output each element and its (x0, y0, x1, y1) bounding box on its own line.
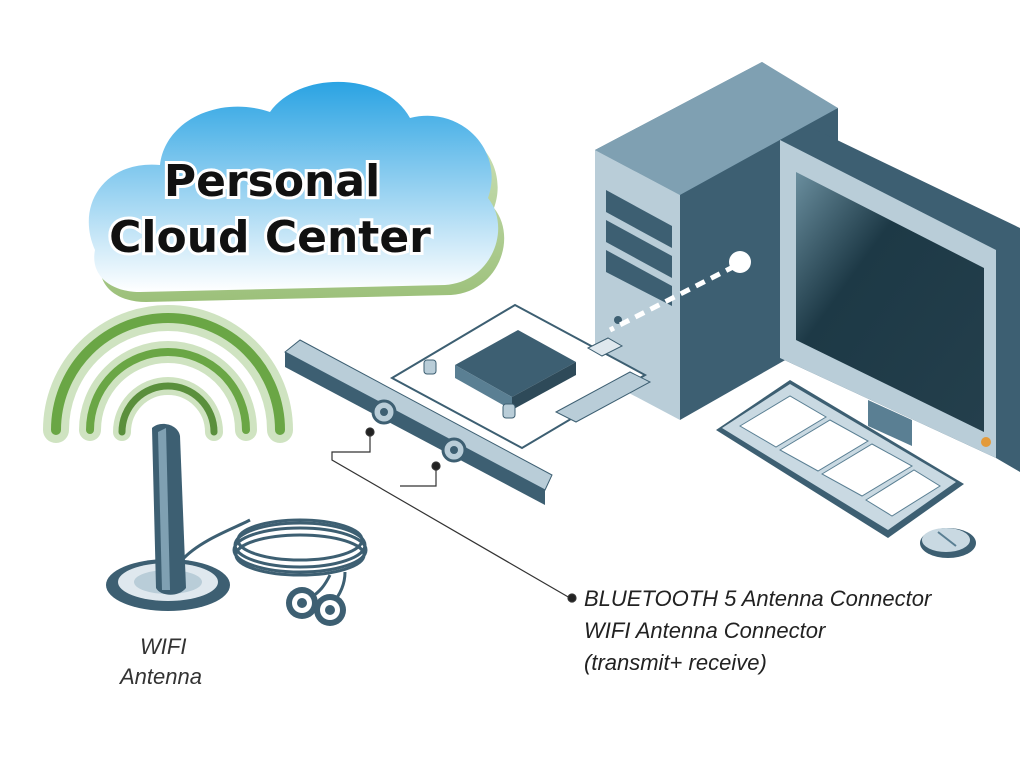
antenna-label-line1: WIFI (140, 634, 186, 659)
cloud-body (88, 81, 499, 292)
pci-card-graphic (284, 303, 652, 505)
power-led-icon (981, 437, 991, 447)
cloud-title-line2: Cloud Center (109, 212, 431, 263)
antenna-connectors (286, 587, 346, 626)
antenna-cable (180, 518, 368, 605)
connector-label-note: (transmit+ receive) (584, 650, 767, 675)
mouse-graphic (920, 528, 976, 558)
monitor-graphic (780, 126, 1020, 500)
wifi-signal-icon (43, 305, 293, 443)
connector-leader-lines (331, 427, 577, 603)
connector-label-bluetooth: BLUETOOTH 5 Antenna Connector (584, 586, 933, 611)
wifi-antenna-graphic: WIFI Antenna (106, 423, 368, 689)
cloud-graphic: Personal Cloud Center (88, 81, 505, 302)
connector-label-wifi: WIFI Antenna Connector (584, 618, 827, 643)
cloud-title-line1: Personal (164, 156, 380, 207)
keyboard-graphic (716, 380, 964, 538)
antenna-label-line2: Antenna (118, 664, 202, 689)
